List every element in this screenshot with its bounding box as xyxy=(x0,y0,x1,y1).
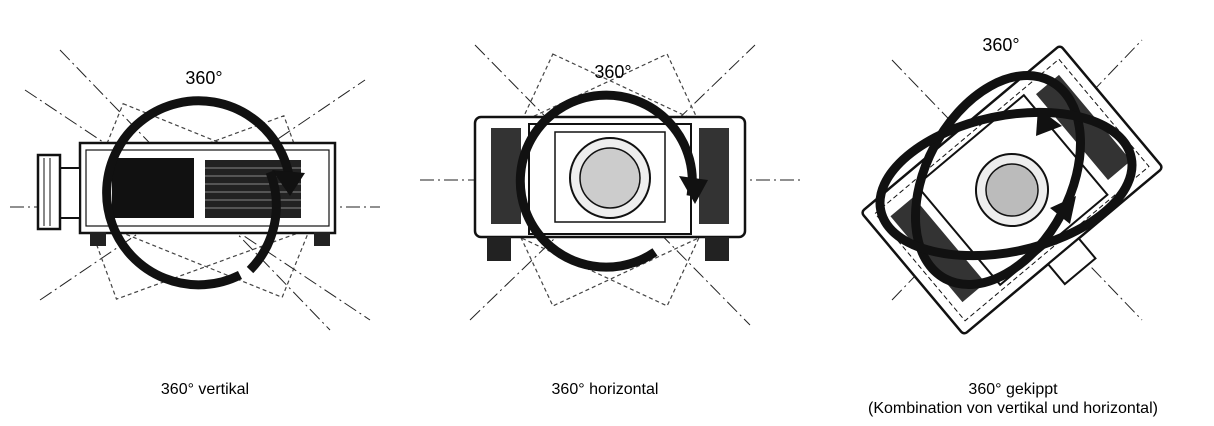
arrow-head xyxy=(272,170,305,196)
arrow-head xyxy=(1050,196,1076,224)
caption-text-line2: (Kombination von vertikal und horizontal… xyxy=(868,400,1158,417)
arrow-head xyxy=(679,176,708,204)
rotation-label: 360° xyxy=(594,62,631,82)
rotation-label: 360° xyxy=(185,68,222,88)
vertical-rotation-figure: 360° xyxy=(0,0,390,340)
caption-text: 360° vertikal xyxy=(160,381,250,398)
caption-text: 360° horizontal xyxy=(551,381,659,398)
caption-horizontal: 360° horizontal xyxy=(505,380,705,399)
projector-front-icon xyxy=(473,115,747,261)
rotation-label: 360° xyxy=(982,35,1019,55)
projector-side-icon xyxy=(36,141,337,246)
rotation-arrow xyxy=(102,96,295,290)
horizontal-rotation-figure: 360° xyxy=(405,0,805,340)
projector-tilted-icon xyxy=(861,45,1163,335)
caption-tilted: 360° gekippt (Kombination von vertikal u… xyxy=(812,380,1214,418)
arrow-head xyxy=(1036,108,1062,136)
tilted-rotation-figure: 360° xyxy=(812,0,1214,340)
caption-vertical: 360° vertikal xyxy=(105,380,305,399)
rotation-arrow xyxy=(515,90,697,272)
caption-text-line1: 360° gekippt xyxy=(968,381,1058,398)
